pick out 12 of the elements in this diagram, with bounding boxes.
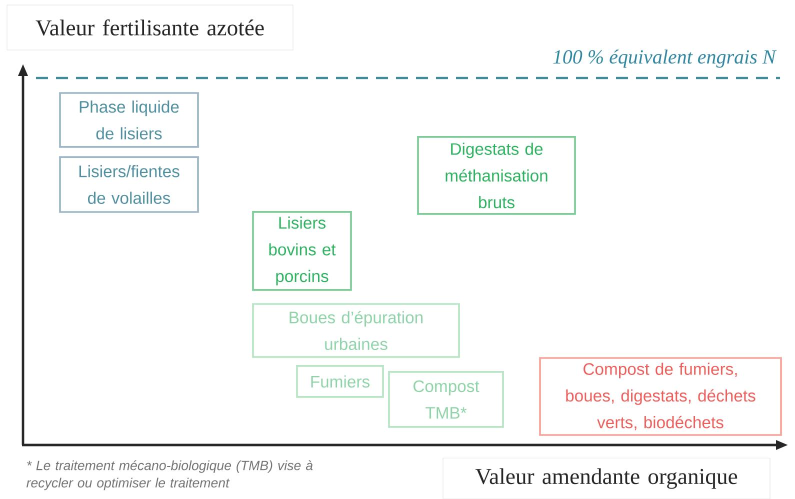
reference-line-label: 100 % équivalent engrais N: [553, 50, 777, 68]
category-box: Digestats de méthanisation bruts: [417, 136, 576, 215]
category-box: Fumiers: [296, 365, 384, 398]
category-box: Lisiers/fientes de volailles: [59, 156, 199, 213]
axis-title-box: Valeur amendante organique: [442, 458, 770, 499]
category-box: Compost de fumiers, boues, digestats, déchets verts, biodéchets: [539, 357, 782, 436]
category-box: Compost TMB*: [388, 371, 504, 428]
axis-title-box: Valeur fertilisante azotée: [6, 4, 294, 50]
category-box: Boues d’épuration urbaines: [252, 303, 460, 358]
footnote: * Le traitement mécano-biologique (TMB) vise à recycler ou optimiser le traitement: [26, 460, 313, 490]
category-box: Lisiers bovins et porcins: [252, 211, 352, 291]
category-box: Phase liquide de lisiers: [59, 92, 199, 148]
